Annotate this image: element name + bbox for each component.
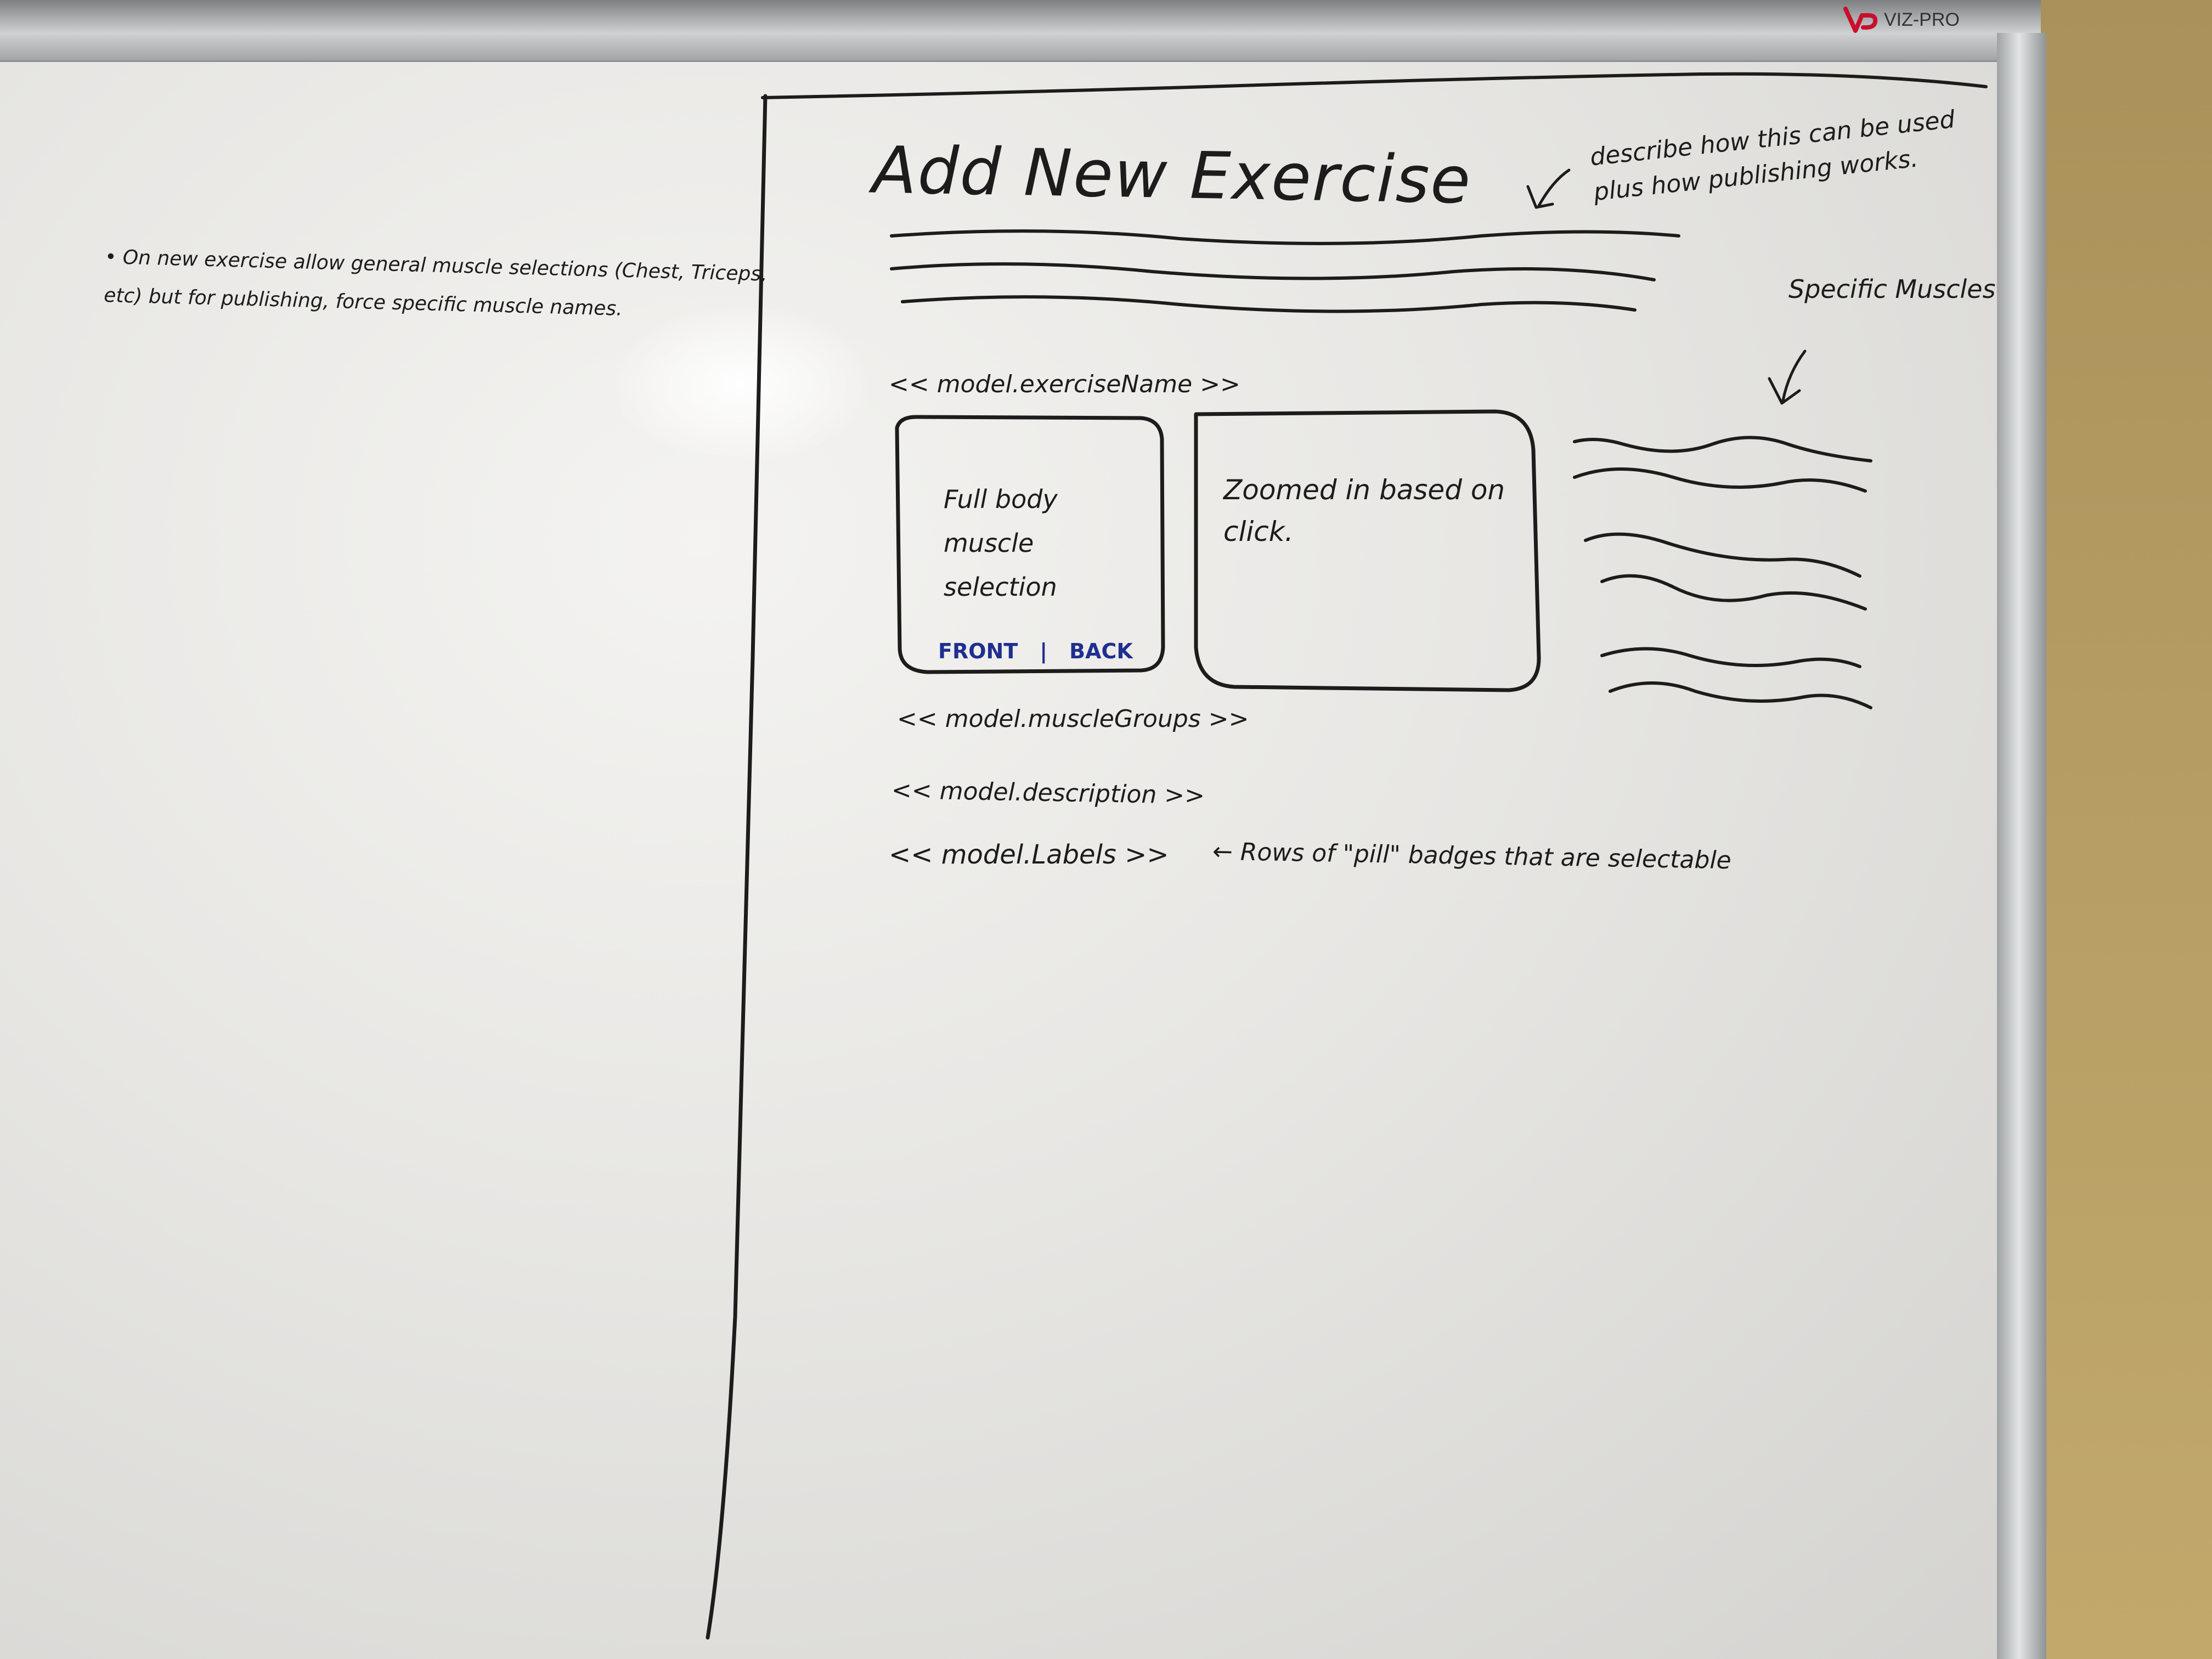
specific-muscles-arrow [1781, 349, 1807, 402]
back-label: BACK [1069, 639, 1133, 663]
zoom-box-text: Zoomed in based on click. [1223, 474, 1505, 548]
light-glare [614, 307, 867, 461]
muscle-scribble-3 [1584, 532, 1861, 578]
labels-binding: << model.Labels >> [889, 839, 1169, 870]
top-note-arrow [1537, 168, 1571, 207]
muscle-scribble-2 [1573, 467, 1867, 493]
brand-name: VIZ-PRO [1884, 9, 1960, 30]
page-title: Add New Exercise [871, 132, 1472, 218]
title-scribble-3 [901, 295, 1637, 313]
zoom-box [1194, 409, 1541, 692]
muscle-scribble-6 [1609, 681, 1872, 709]
front-back-toggle: FRONT | BACK [938, 639, 1133, 663]
brand-logo: VIZ-PRO [1843, 3, 1960, 36]
front-label: FRONT [938, 639, 1018, 663]
title-scribble-2 [890, 262, 1656, 281]
muscle-scribble-1 [1573, 436, 1872, 462]
specific-muscles-label: Specific Muscles [1788, 274, 1996, 304]
divider-line [706, 94, 768, 1640]
top-note-arrowhead [1526, 185, 1554, 209]
exercise-name-binding: << model.exerciseName >> [889, 370, 1240, 398]
full-body-box [895, 415, 1165, 674]
whiteboard-right-rail [1997, 33, 2046, 1659]
vizpro-logo-icon [1843, 7, 1878, 33]
muscle-scribble-5 [1600, 647, 1861, 668]
specific-muscles-arrowhead [1768, 377, 1801, 405]
title-scribble-1 [890, 229, 1680, 245]
muscle-groups-binding: << model.muscleGroups >> [897, 705, 1249, 733]
muscle-scribble-4 [1600, 574, 1867, 611]
full-body-box-text: Full body muscle selection [944, 484, 1058, 602]
sketch-top-border [761, 72, 1988, 99]
description-binding: << model.description >> [891, 776, 1205, 810]
front-back-divider: | [1040, 639, 1048, 663]
whiteboard-surface [0, 58, 2008, 1659]
whiteboard-top-rail [0, 0, 2041, 62]
